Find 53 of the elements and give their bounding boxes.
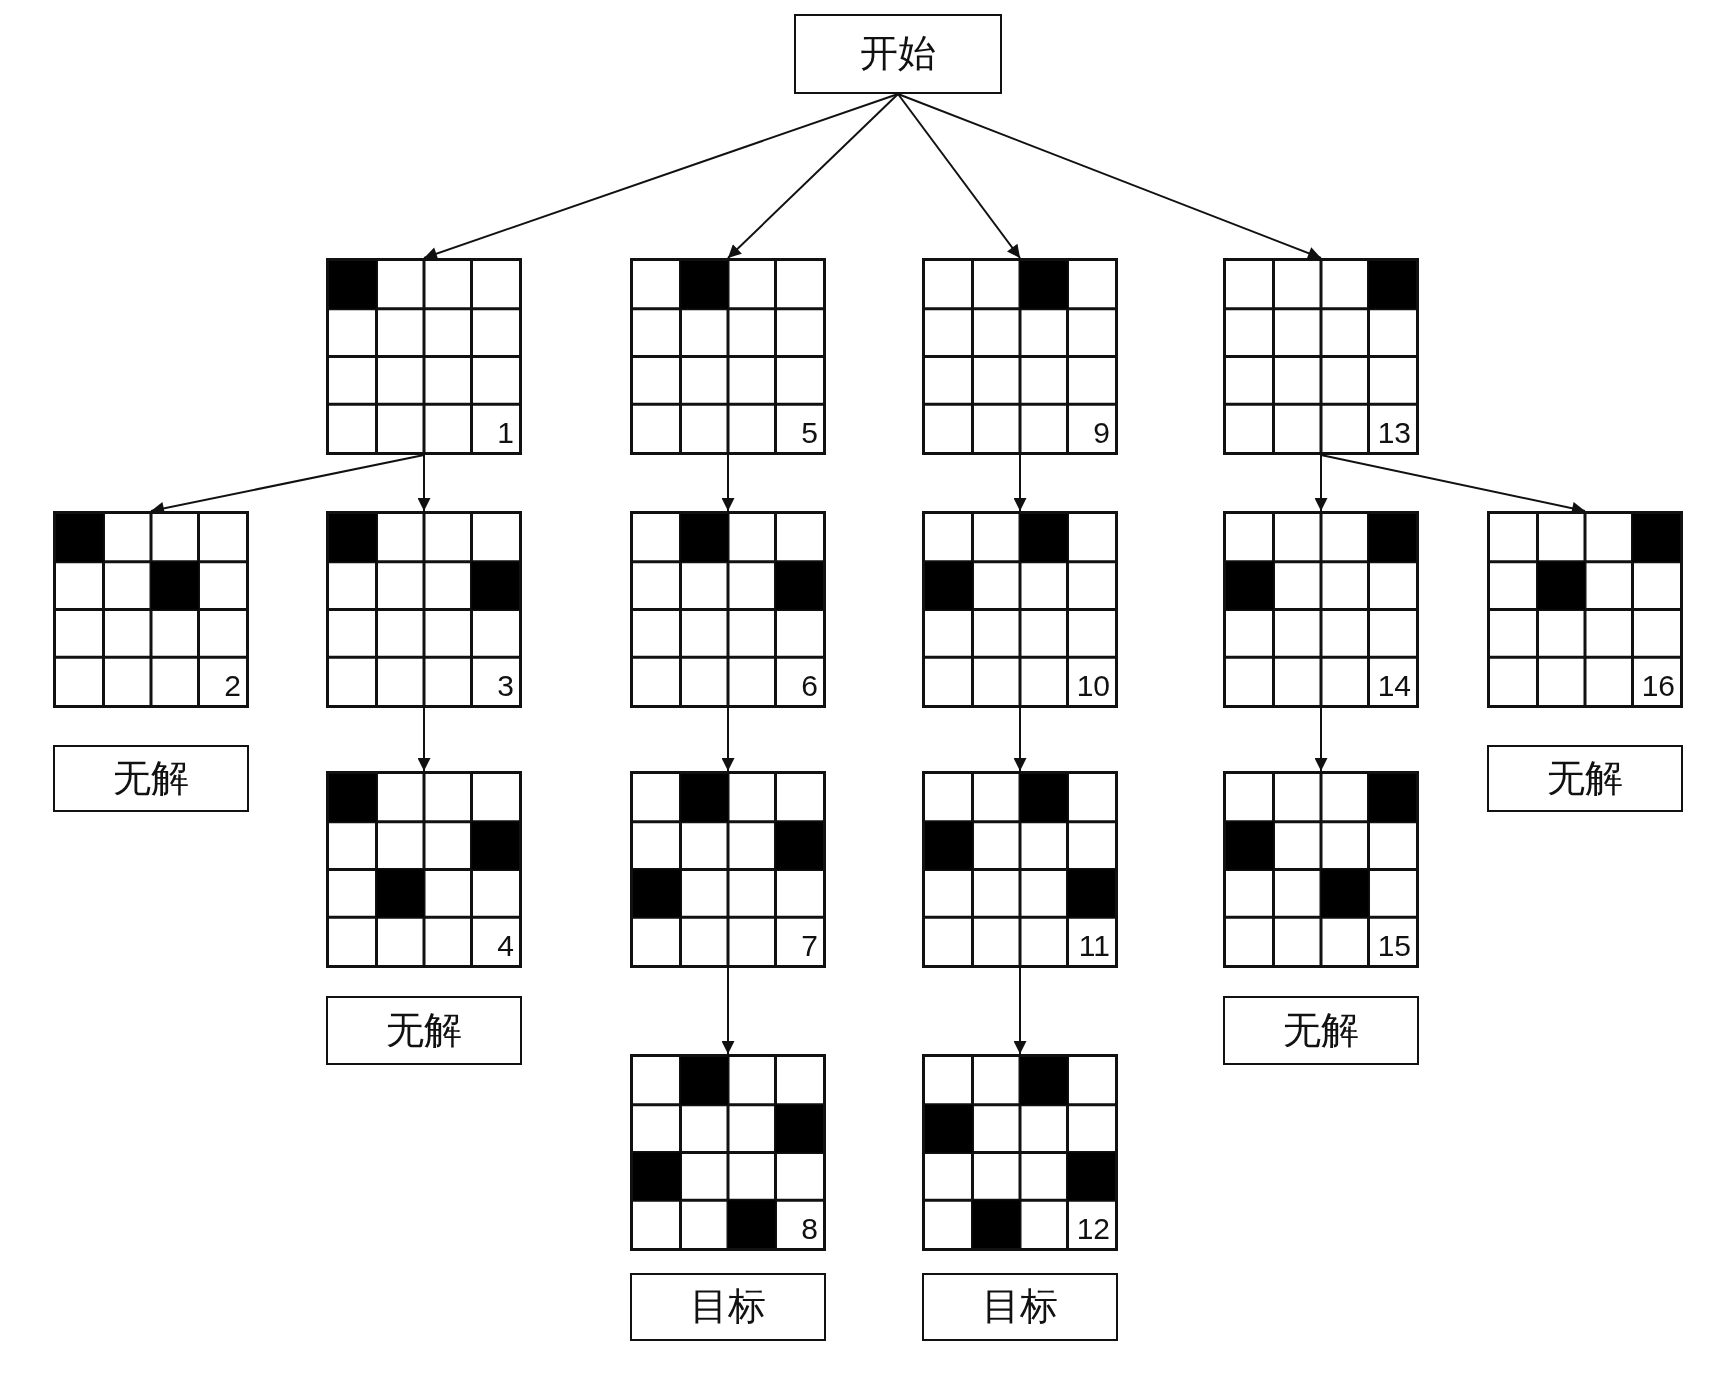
step-number: 14 bbox=[1377, 671, 1411, 701]
chessboard bbox=[53, 511, 249, 708]
chessboard bbox=[922, 771, 1118, 968]
arrow bbox=[897, 93, 1322, 260]
step-number: 9 bbox=[1093, 418, 1110, 448]
arrow bbox=[417, 707, 431, 772]
arrow bbox=[1314, 454, 1328, 512]
result-box: 无解 bbox=[1223, 996, 1419, 1065]
arrow bbox=[417, 454, 431, 512]
step-number: 10 bbox=[1076, 671, 1110, 701]
arrow bbox=[897, 93, 1021, 259]
arrow bbox=[721, 707, 735, 772]
start-box: 开始 bbox=[794, 14, 1002, 94]
chessboard bbox=[922, 258, 1118, 455]
chessboard bbox=[1223, 258, 1419, 455]
chessboard bbox=[326, 258, 522, 455]
arrow bbox=[727, 93, 899, 259]
step-number: 2 bbox=[224, 671, 241, 701]
arrow bbox=[1314, 707, 1328, 772]
step-number: 7 bbox=[801, 931, 818, 961]
result-box: 目标 bbox=[922, 1273, 1118, 1341]
chessboard bbox=[922, 1054, 1118, 1251]
result-box: 无解 bbox=[53, 745, 249, 812]
chessboard bbox=[326, 771, 522, 968]
step-number: 13 bbox=[1377, 418, 1411, 448]
step-number: 5 bbox=[801, 418, 818, 448]
result-box: 无解 bbox=[326, 996, 522, 1065]
chessboard bbox=[922, 511, 1118, 708]
arrow bbox=[423, 93, 899, 260]
step-number: 16 bbox=[1641, 671, 1675, 701]
arrow bbox=[1013, 707, 1027, 772]
result-box: 目标 bbox=[630, 1273, 826, 1341]
step-number: 1 bbox=[497, 418, 514, 448]
chessboard bbox=[1223, 511, 1419, 708]
step-number: 4 bbox=[497, 931, 514, 961]
arrow bbox=[1013, 967, 1027, 1055]
chessboard bbox=[630, 258, 826, 455]
chessboard bbox=[1223, 771, 1419, 968]
chessboard bbox=[630, 1054, 826, 1251]
result-box: 无解 bbox=[1487, 745, 1683, 812]
step-number: 15 bbox=[1377, 931, 1411, 961]
chessboard bbox=[1487, 511, 1683, 708]
chessboard bbox=[630, 771, 826, 968]
arrow bbox=[1013, 454, 1027, 512]
arrow bbox=[721, 454, 735, 512]
step-number: 8 bbox=[801, 1214, 818, 1244]
step-number: 11 bbox=[1078, 931, 1110, 961]
step-number: 3 bbox=[497, 671, 514, 701]
chessboard bbox=[630, 511, 826, 708]
arrow bbox=[721, 967, 735, 1055]
step-number: 12 bbox=[1076, 1214, 1110, 1244]
step-number: 6 bbox=[801, 671, 818, 701]
chessboard bbox=[326, 511, 522, 708]
